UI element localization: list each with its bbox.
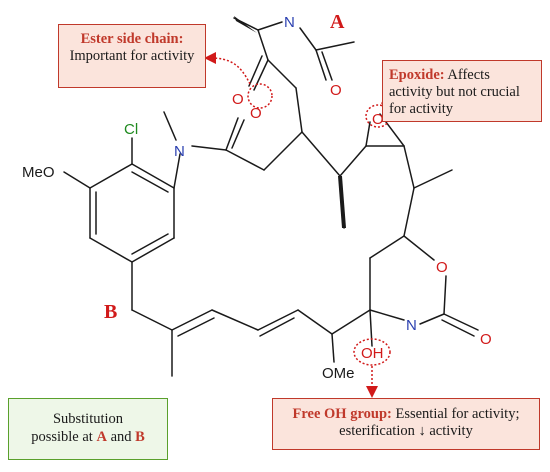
oh-highlight-circle [353,338,391,366]
ester-side-chain [233,16,355,91]
acetyl-oxygen-label: O [330,82,342,99]
oh-callout-body: Essential for activity; esterification ↓… [339,406,520,439]
note-site-a: A [96,429,107,445]
note-line-1: Substitution [52,411,124,427]
note-line-2: possible at A and B [9,428,167,446]
site-b-label: B [104,301,117,323]
ester-side-chain-callout: Ester side chain: Important for activity [58,24,206,88]
epoxide-callout-body: Affects activity but not crucial for act… [389,67,520,117]
oh-callout-title: Free OH group: [292,406,392,422]
substitution-note: Substitution possible at A and B [8,398,168,460]
ring-amide-oxygen-label: O [250,105,262,122]
methoxy-aryl-label: MeO [22,164,55,181]
aromatic-ring [63,137,181,263]
epoxide-callout-title: Epoxide: [389,67,445,83]
aryl-nitrogen-label: N [174,143,185,160]
macrocycle-bonds [131,87,479,377]
carbamate-nitrogen-label: N [406,317,417,334]
hydroxyl-label: OH [361,345,384,362]
ester-highlight-circle [247,83,273,109]
methoxy-label: OMe [322,365,355,382]
ester-arrow [204,52,251,85]
ester-callout-body: Important for activity [69,48,195,64]
note-prefix: possible at [31,429,97,445]
free-oh-callout: Free OH group: Essential for activity; e… [272,398,540,450]
amide-nitrogen-label: N [284,14,295,31]
epoxide-oxygen-label: O [372,111,384,128]
epoxide-callout: Epoxide: Affects activity but not crucia… [382,60,542,122]
carbamate-exo-oxygen-label: O [480,331,492,348]
carbamate-ring-oxygen-label: O [436,259,448,276]
site-a-label: A [330,11,345,33]
ester-callout-title: Ester side chain: [80,31,184,47]
note-conjunction: and [106,429,136,445]
note-site-b: B [135,429,145,445]
chlorine-label: Cl [124,121,138,138]
ester-ketone-oxygen-label: O [232,91,244,108]
